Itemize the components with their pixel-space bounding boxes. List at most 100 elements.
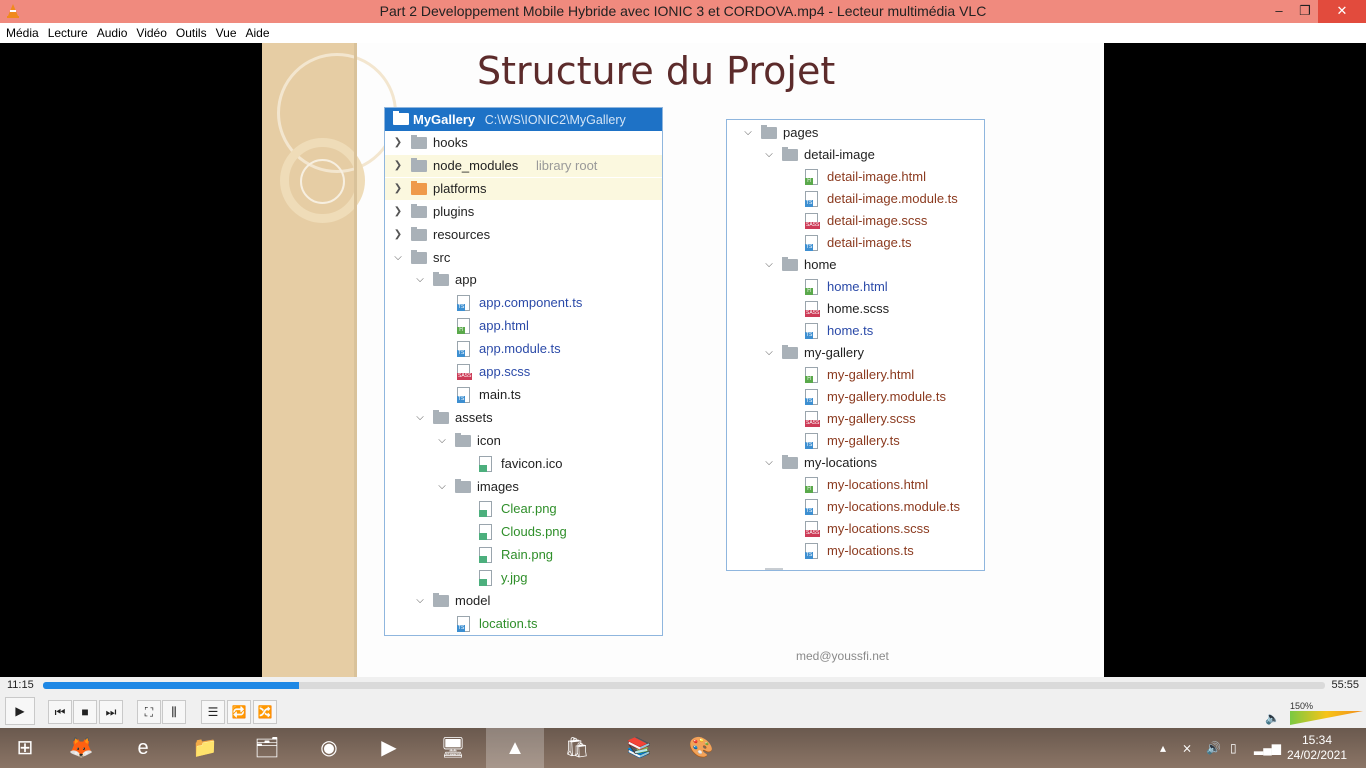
chevron-right-icon[interactable]: ❯ bbox=[393, 182, 403, 194]
loop-button[interactable]: 🔁 bbox=[227, 700, 251, 724]
volume-icon[interactable]: 🔊 bbox=[1206, 741, 1221, 755]
chevron-right-icon[interactable]: ❯ bbox=[393, 205, 403, 217]
playlist-button[interactable]: ☰ bbox=[201, 700, 225, 724]
fullscreen-button[interactable]: ⛶ bbox=[137, 700, 161, 724]
tree-file[interactable]: y.jpg bbox=[385, 567, 662, 589]
chevron-down-icon[interactable]: ⌵ bbox=[438, 434, 446, 446]
maximize-button[interactable]: ❐ bbox=[1299, 3, 1311, 18]
stop-button[interactable]: ■ bbox=[73, 700, 97, 724]
menu-audio[interactable]: Audio bbox=[96, 26, 128, 40]
menu-lecture[interactable]: Lecture bbox=[47, 26, 88, 40]
tree-file[interactable]: Clear.png bbox=[385, 498, 662, 520]
chevron-down-icon[interactable]: ⌵ bbox=[416, 274, 424, 286]
taskbar-firefox[interactable]: 🦊 bbox=[68, 737, 94, 759]
start-button[interactable]: ⊞ bbox=[16, 737, 34, 759]
tree-folder[interactable]: ❯resources bbox=[385, 224, 662, 246]
close-button[interactable]: ✕ bbox=[1318, 0, 1366, 23]
taskbar-books[interactable]: 📚 bbox=[626, 737, 652, 759]
volume-control[interactable]: 🔈 150% bbox=[1263, 701, 1366, 727]
chevron-down-icon[interactable]: ⌵ bbox=[438, 480, 446, 492]
taskbar-store[interactable]: 🛍 bbox=[564, 737, 590, 759]
menu-video[interactable]: Vidéo bbox=[136, 26, 167, 40]
chevron-down-icon[interactable]: ⌵ bbox=[744, 127, 752, 138]
chevron-right-icon[interactable]: ❯ bbox=[393, 137, 403, 148]
taskbar-paint[interactable]: 🎨 bbox=[688, 737, 714, 759]
extended-settings-button[interactable]: ⫼ bbox=[162, 700, 186, 724]
video-area[interactable]: Structure du Projet MyGallery C:\WS\IONI… bbox=[0, 43, 1366, 677]
play-button[interactable]: ▶ bbox=[5, 697, 35, 725]
taskbar-folder[interactable]: 🗂 bbox=[254, 737, 280, 759]
taskbar-media-player[interactable]: ▶ bbox=[381, 737, 397, 759]
tree-folder[interactable]: ❯plugins bbox=[385, 201, 662, 223]
tree-folder[interactable]: ⌵pages bbox=[727, 122, 984, 144]
tree-folder[interactable]: ⌵model bbox=[385, 590, 662, 612]
chevron-down-icon[interactable]: ⌵ bbox=[416, 595, 424, 606]
menu-aide[interactable]: Aide bbox=[245, 26, 270, 40]
tree-folder[interactable]: ⌵app bbox=[385, 269, 662, 291]
chevron-down-icon[interactable]: ⌵ bbox=[765, 457, 773, 468]
taskbar-chrome[interactable]: ◉ bbox=[320, 737, 338, 759]
tree-file[interactable]: Clouds.png bbox=[385, 521, 662, 543]
tree-file[interactable]: favicon.ico bbox=[385, 453, 662, 475]
menu-outils[interactable]: Outils bbox=[175, 26, 207, 40]
tree-folder[interactable]: ❯hooks bbox=[385, 132, 662, 154]
shuffle-button[interactable]: 🔀 bbox=[253, 700, 277, 724]
taskbar-file-explorer[interactable]: 📁 bbox=[192, 737, 218, 759]
tree-root[interactable]: MyGallery C:\WS\IONIC2\MyGallery bbox=[385, 108, 662, 131]
tree-folder[interactable]: ⌵detail-image bbox=[727, 144, 984, 166]
tree-file[interactable]: Rain.png bbox=[385, 544, 662, 566]
taskbar-vlc[interactable]: ▲ bbox=[486, 728, 544, 768]
minimize-button[interactable]: – bbox=[1275, 3, 1283, 18]
chevron-down-icon[interactable]: ⌵ bbox=[765, 149, 773, 160]
network-error-icon[interactable]: ⨯ bbox=[1182, 741, 1193, 755]
tree-folder[interactable]: ⌵home bbox=[727, 254, 984, 276]
volume-slider[interactable] bbox=[1290, 711, 1363, 725]
chevron-up-icon[interactable]: ▴ bbox=[1160, 741, 1167, 755]
tree-folder[interactable]: ⌵my-gallery bbox=[727, 342, 984, 364]
tree-folder[interactable]: ⌵src bbox=[385, 247, 662, 269]
signal-icon[interactable]: ▂▄▆ bbox=[1254, 741, 1281, 755]
system-clock[interactable]: 15:34 24/02/2021 bbox=[1282, 733, 1352, 763]
seek-bar[interactable] bbox=[43, 682, 1325, 689]
tree-folder[interactable]: ⌵my-locations bbox=[727, 452, 984, 474]
menu-vue[interactable]: Vue bbox=[215, 26, 237, 40]
chevron-right-icon[interactable]: ❯ bbox=[393, 228, 403, 240]
tree-folder[interactable]: ⌵images bbox=[385, 476, 662, 498]
chevron-down-icon[interactable]: ⌵ bbox=[765, 259, 773, 270]
chevron-down-icon[interactable]: ⌵ bbox=[765, 347, 773, 358]
speaker-icon[interactable]: 🔈 bbox=[1265, 711, 1280, 725]
tree-folder[interactable]: ⌵icon bbox=[385, 430, 662, 452]
taskbar-internet-explorer[interactable]: e bbox=[137, 737, 149, 759]
tree-folder[interactable]: ❯platforms bbox=[385, 177, 662, 200]
chevron-right-icon[interactable]: ❯ bbox=[393, 159, 403, 171]
next-button[interactable]: ⏭ bbox=[99, 700, 123, 724]
chevron-down-icon[interactable]: ⌵ bbox=[416, 411, 424, 423]
battery-icon[interactable]: ▯ bbox=[1230, 741, 1237, 755]
tree-folder[interactable]: ⌵assets bbox=[385, 407, 662, 429]
taskbar-app[interactable]: 🖥 bbox=[440, 737, 466, 759]
previous-button[interactable]: ⏮ bbox=[48, 700, 72, 724]
menu-media[interactable]: Média bbox=[6, 26, 39, 40]
